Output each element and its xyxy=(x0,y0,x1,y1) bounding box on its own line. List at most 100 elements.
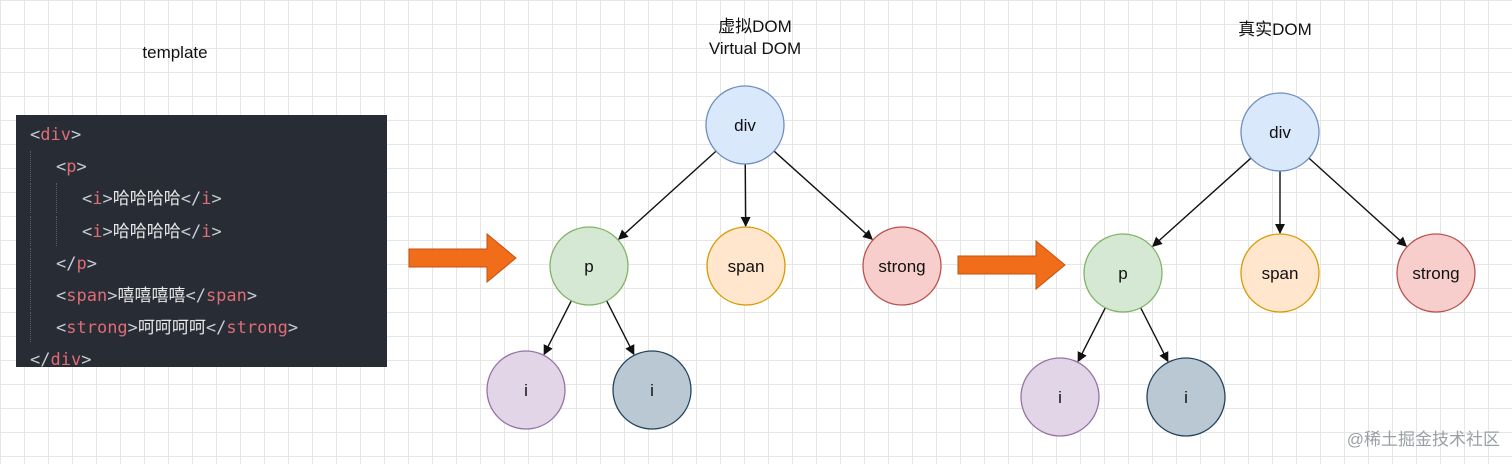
edge-div-to-strong xyxy=(1308,157,1408,247)
edge-p-to-i2 xyxy=(1140,307,1169,363)
virtual-dom-tree: div p span strong i i xyxy=(486,85,942,430)
code-tag-name: p xyxy=(76,253,87,274)
node-div: div xyxy=(705,85,785,165)
node-circle xyxy=(612,350,692,430)
node-span: span xyxy=(706,226,786,306)
code-tag-name: i xyxy=(92,189,103,210)
node-circle xyxy=(862,226,942,306)
code-punct: < xyxy=(82,221,93,242)
code-punct: > xyxy=(102,221,113,242)
code-punct: </ xyxy=(56,253,77,274)
code-punct: > xyxy=(246,285,258,306)
code-punct: > xyxy=(107,285,118,306)
node-circle xyxy=(706,226,786,306)
node-label: strong xyxy=(1412,264,1459,283)
indent-guide xyxy=(30,151,56,182)
node-label: div xyxy=(1269,123,1291,142)
virtual-to-real-arrow xyxy=(957,239,1066,291)
node-label: i xyxy=(650,381,654,400)
code-text: 嘻嘻嘻嘻 xyxy=(117,285,186,306)
code-text: 呵呵呵呵 xyxy=(137,318,206,339)
code-punct: </ xyxy=(180,221,202,242)
indent-guide xyxy=(56,183,82,214)
code-punct: > xyxy=(211,189,222,210)
node-i2: i xyxy=(1146,357,1226,437)
template-label: template xyxy=(142,43,208,62)
indent-guide xyxy=(56,215,82,246)
code-text: 哈哈哈哈 xyxy=(112,221,181,242)
node-strong: strong xyxy=(1396,233,1476,313)
node-circle xyxy=(1083,233,1163,313)
code-tag-name: div xyxy=(40,125,71,145)
edge-p-to-i2 xyxy=(606,300,635,356)
code-punct: </ xyxy=(180,189,202,210)
node-label: p xyxy=(1118,264,1127,283)
code-punct: > xyxy=(211,221,222,242)
node-circle xyxy=(549,226,629,306)
code-punct: > xyxy=(127,318,138,339)
code-line: </p> xyxy=(30,247,387,280)
node-label: i xyxy=(1058,388,1062,407)
indent-guide xyxy=(30,215,56,246)
virtual-dom-title-en: Virtual DOM xyxy=(708,39,802,58)
code-line: <p> xyxy=(30,151,387,183)
node-i1: i xyxy=(486,350,566,430)
node-circle xyxy=(1146,357,1226,437)
node-strong: strong xyxy=(862,226,942,306)
node-label: p xyxy=(584,257,593,276)
code-line: <i>哈哈哈哈</i> xyxy=(30,183,387,215)
code-tag-name: strong xyxy=(66,318,128,339)
code-line: <strong>呵呵呵呵</strong> xyxy=(30,312,387,344)
code-punct: </ xyxy=(205,318,227,339)
node-circle xyxy=(1240,92,1320,172)
virtual-dom-title: 虚拟DOM Virtual DOM xyxy=(680,16,830,60)
code-tag-name: span xyxy=(205,285,247,306)
edge-div-to-p xyxy=(1152,157,1252,247)
code-punct: < xyxy=(82,189,93,210)
code-tag-name: i xyxy=(201,221,212,242)
node-p: p xyxy=(549,226,629,306)
watermark: @稀土掘金技术社区 xyxy=(1346,430,1500,449)
code-line: <div> xyxy=(30,119,387,151)
real-dom-title: 真实DOM xyxy=(1238,20,1312,39)
node-label: span xyxy=(1262,264,1299,283)
real-dom-tree: div p span strong i i xyxy=(1020,92,1476,437)
code-line: <span>嘻嘻嘻嘻</span> xyxy=(30,279,387,312)
code-punct: > xyxy=(102,189,113,210)
code-tag-name: p xyxy=(66,157,77,178)
indent-guide xyxy=(30,247,56,278)
node-label: i xyxy=(1184,388,1188,407)
code-punct: </ xyxy=(30,350,51,371)
node-i1: i xyxy=(1020,357,1100,437)
node-p: p xyxy=(1083,233,1163,313)
node-circle xyxy=(1396,233,1476,313)
template-code-block: <div><p><i>哈哈哈哈</i><i>哈哈哈哈</i></p><span>… xyxy=(16,115,387,370)
indent-guide xyxy=(30,312,56,343)
code-punct: </ xyxy=(185,285,206,306)
code-tag-name: i xyxy=(201,189,212,210)
code-line: <i>哈哈哈哈</i> xyxy=(30,215,387,248)
code-tag-name: div xyxy=(50,350,82,371)
code-punct: < xyxy=(30,125,41,145)
node-div: div xyxy=(1240,92,1320,172)
virtual-dom-title-cn: 虚拟DOM xyxy=(718,17,792,36)
node-i2: i xyxy=(612,350,692,430)
code-punct: > xyxy=(287,318,299,339)
code-punct: > xyxy=(76,157,87,178)
code-punct: < xyxy=(56,318,67,339)
code-line: </div> xyxy=(30,344,387,376)
code-tag-name: strong xyxy=(226,318,288,339)
indent-guide xyxy=(30,183,56,214)
node-label: span xyxy=(728,257,765,276)
edge-p-to-i1 xyxy=(1077,307,1106,363)
indent-guide xyxy=(30,279,56,310)
code-punct: < xyxy=(56,157,67,178)
code-punct: > xyxy=(81,350,92,371)
template-to-virtual-arrow xyxy=(408,232,517,284)
edge-div-to-strong xyxy=(773,150,873,240)
code-text: 哈哈哈哈 xyxy=(112,189,181,210)
edge-p-to-i1 xyxy=(543,300,572,356)
node-circle xyxy=(1020,357,1100,437)
edge-div-to-p xyxy=(617,150,717,240)
